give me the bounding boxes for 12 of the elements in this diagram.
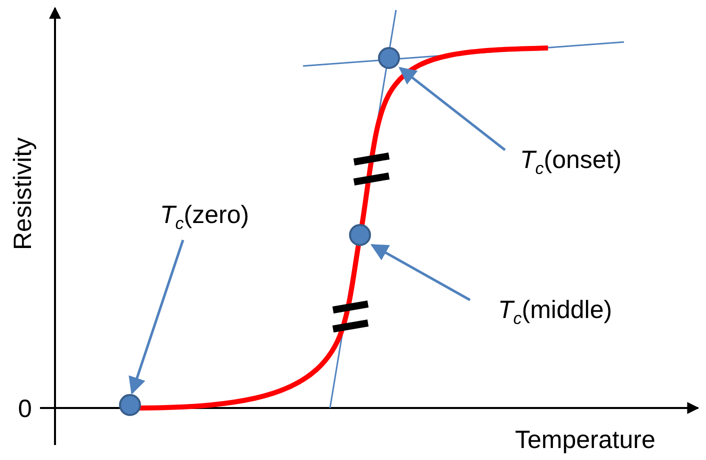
axis-label: Resistivity: [8, 137, 38, 250]
callout-label: T$_{c}$(zero): [160, 200, 250, 239]
callout-label: T$_{c}$(onset): [520, 145, 622, 184]
marker-dot: [349, 224, 371, 246]
leader-line: [398, 66, 506, 151]
callout-label: T$_{c}$(middle): [498, 295, 612, 334]
marker-dot: [378, 47, 400, 69]
marker-dot: [119, 394, 141, 416]
leader-line: [128, 240, 184, 395]
leader-line: [370, 244, 471, 302]
axis-label: 0: [18, 394, 32, 424]
axis-label: Temperature: [515, 425, 656, 455]
